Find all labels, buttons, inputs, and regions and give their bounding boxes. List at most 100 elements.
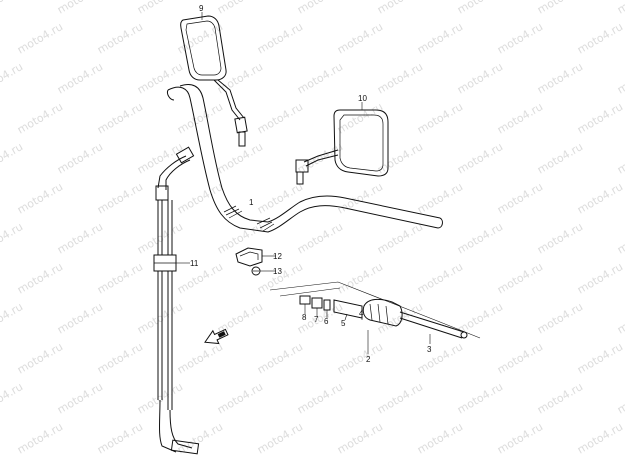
watermark-text: moto4.ru: [255, 260, 305, 297]
watermark-text: moto4.ru: [55, 300, 105, 337]
watermark-text: moto4.ru: [15, 20, 65, 57]
watermark-text: moto4.ru: [535, 0, 585, 17]
watermark-text: moto4.ru: [55, 140, 105, 177]
watermark-text: moto4.ru: [455, 140, 505, 177]
watermark-text: moto4.ru: [15, 260, 65, 297]
watermark-text: moto4.ru: [335, 420, 385, 457]
watermark-text: moto4.ru: [575, 100, 625, 137]
watermark-text: moto4.ru: [575, 340, 625, 377]
watermark-text: moto4.ru: [415, 180, 465, 217]
watermark-text: moto4.ru: [175, 420, 225, 457]
watermark-text: moto4.ru: [615, 140, 625, 177]
watermark-text: moto4.ru: [0, 140, 25, 177]
watermark-text: moto4.ru: [455, 380, 505, 417]
watermark-text: moto4.ru: [375, 380, 425, 417]
watermark-text: moto4.ru: [335, 100, 385, 137]
watermark-text: moto4.ru: [135, 140, 185, 177]
watermark-text: moto4.ru: [615, 380, 625, 417]
watermark-text: moto4.ru: [295, 60, 345, 97]
watermark-text: moto4.ru: [255, 340, 305, 377]
mirror-right: [295, 102, 389, 185]
watermark-text: moto4.ru: [335, 340, 385, 377]
watermark-text: moto4.ru: [495, 260, 545, 297]
watermark-text: moto4.ru: [415, 340, 465, 377]
watermark-text: moto4.ru: [455, 220, 505, 257]
watermark-text: moto4.ru: [0, 60, 25, 97]
watermark-text: moto4.ru: [175, 180, 225, 217]
watermark-text: moto4.ru: [535, 140, 585, 177]
handlebar: [167, 84, 443, 233]
watermark-text: moto4.ru: [0, 300, 25, 337]
watermark-text: moto4.ru: [215, 220, 265, 257]
callout-7: 7: [314, 315, 319, 324]
watermark-text: moto4.ru: [375, 60, 425, 97]
watermark-text: moto4.ru: [335, 20, 385, 57]
callout-3: 3: [427, 345, 432, 354]
callout-10: 10: [358, 94, 367, 103]
watermark-text: moto4.ru: [295, 220, 345, 257]
watermark-text: moto4.ru: [295, 380, 345, 417]
watermark-text: moto4.ru: [615, 300, 625, 337]
watermark-text: moto4.ru: [55, 0, 105, 17]
watermark-text: moto4.ru: [15, 340, 65, 377]
watermark-text: moto4.ru: [615, 0, 625, 17]
watermark-text: moto4.ru: [415, 100, 465, 137]
callout-6: 6: [324, 317, 329, 326]
watermark-text: moto4.ru: [55, 60, 105, 97]
watermark-text: moto4.ru: [55, 380, 105, 417]
mirror-left: [180, 12, 248, 147]
watermark-text: moto4.ru: [495, 420, 545, 457]
throttle-cable: [153, 146, 200, 455]
watermark-text: moto4.ru: [495, 340, 545, 377]
callout-4: 4: [359, 309, 364, 318]
watermark-text: moto4.ru: [415, 260, 465, 297]
watermark-text: moto4.ru: [135, 300, 185, 337]
watermark-text: moto4.ru: [0, 220, 25, 257]
callout-11: 11: [190, 259, 199, 268]
throttle-grip-assembly: [269, 281, 481, 354]
watermark-text: moto4.ru: [135, 0, 185, 17]
watermark-text: moto4.ru: [0, 0, 25, 17]
front-arrow-icon: [204, 328, 229, 345]
watermark-text: moto4.ru: [615, 60, 625, 97]
watermark-text: moto4.ru: [15, 420, 65, 457]
watermark-text: moto4.ru: [95, 180, 145, 217]
watermark-text: moto4.ru: [95, 420, 145, 457]
watermark-text: moto4.ru: [615, 220, 625, 257]
watermark-text: moto4.ru: [95, 20, 145, 57]
watermark-text: moto4.ru: [255, 420, 305, 457]
watermark-text: moto4.ru: [135, 220, 185, 257]
callout-5: 5: [341, 319, 346, 328]
watermark-text: moto4.ru: [455, 60, 505, 97]
bolt: [251, 266, 276, 276]
watermark-text: moto4.ru: [415, 420, 465, 457]
watermark-text: moto4.ru: [215, 0, 265, 17]
watermark-text: moto4.ru: [255, 20, 305, 57]
watermark-text: moto4.ru: [15, 100, 65, 137]
cable-guide: [235, 247, 276, 267]
watermark-text: moto4.ru: [495, 100, 545, 137]
watermark-text: moto4.ru: [175, 340, 225, 377]
watermark-text: moto4.ru: [255, 180, 305, 217]
watermark-text: moto4.ru: [15, 180, 65, 217]
watermark-text: moto4.ru: [495, 180, 545, 217]
watermark-text: moto4.ru: [375, 220, 425, 257]
callout-labels: 1 9 10 11 12 13 8 7 6 5 4 2 3: [190, 4, 432, 364]
watermark-text: moto4.ru: [295, 140, 345, 177]
watermark-text: moto4.ru: [535, 300, 585, 337]
watermark-text: moto4.ru: [535, 60, 585, 97]
watermark-text: moto4.ru: [375, 140, 425, 177]
watermark-text: moto4.ru: [135, 60, 185, 97]
watermark-text: moto4.ru: [415, 20, 465, 57]
watermark-text: moto4.ru: [95, 100, 145, 137]
watermark-text: moto4.ru: [255, 100, 305, 137]
callout-2: 2: [366, 355, 371, 364]
watermark-text: moto4.ru: [535, 380, 585, 417]
watermark-text: moto4.ru: [575, 20, 625, 57]
watermark-text: moto4.ru: [575, 420, 625, 457]
watermark-text: moto4.ru: [295, 0, 345, 17]
watermark-text: moto4.ru: [175, 260, 225, 297]
callout-13: 13: [273, 267, 282, 276]
